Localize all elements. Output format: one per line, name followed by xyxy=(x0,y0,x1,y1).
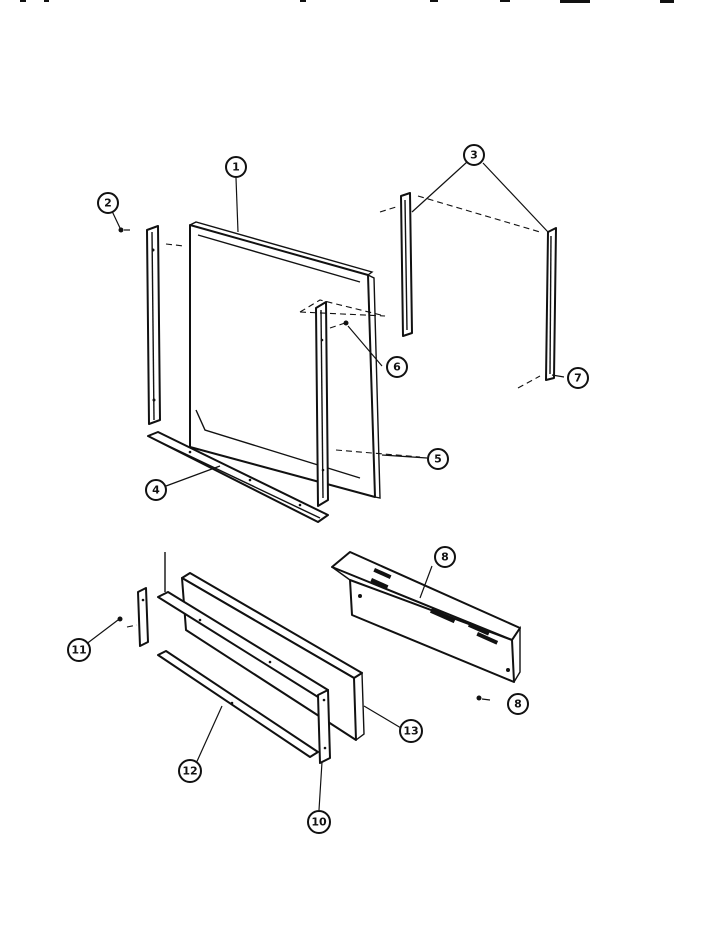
rear-strip-a xyxy=(400,192,413,337)
leader-lines xyxy=(84,161,565,811)
callout-12: 12 xyxy=(178,759,202,783)
callout-3-label: 3 xyxy=(470,149,478,162)
callout-5-label: 5 xyxy=(434,453,442,466)
screw-2 xyxy=(118,227,130,233)
screw-11 xyxy=(117,616,123,622)
callout-11-label: 11 xyxy=(71,644,86,657)
callout-8-lower: 8 xyxy=(507,693,529,715)
front-trim-strip xyxy=(315,301,329,507)
callout-8-upper-label: 8 xyxy=(441,551,449,564)
callout-4: 4 xyxy=(145,479,167,501)
alignment-lines xyxy=(126,195,541,628)
small-strip-11 xyxy=(137,587,149,647)
callout-8-lower-label: 8 xyxy=(514,698,522,711)
callout-11: 11 xyxy=(67,638,91,662)
callout-13-label: 13 xyxy=(403,725,418,738)
callout-1-label: 1 xyxy=(232,161,240,174)
callout-7: 7 xyxy=(567,367,589,389)
callout-12-label: 12 xyxy=(182,765,197,778)
left-trim-strip xyxy=(146,225,161,425)
top-scan-marks xyxy=(20,0,674,3)
callout-7-label: 7 xyxy=(574,372,582,385)
callout-10-label: 10 xyxy=(311,816,327,829)
callout-3: 3 xyxy=(463,144,485,166)
callout-1: 1 xyxy=(225,156,247,178)
callout-8-upper: 8 xyxy=(434,546,456,568)
callout-10: 10 xyxy=(307,810,331,834)
lower-end-strip xyxy=(317,689,331,764)
callout-5: 5 xyxy=(427,448,449,470)
callout-2: 2 xyxy=(97,192,119,214)
callout-13: 13 xyxy=(399,719,423,743)
rear-strip-b xyxy=(545,227,557,381)
callout-6: 6 xyxy=(386,356,408,378)
screw-8 xyxy=(476,695,491,701)
callout-2-label: 2 xyxy=(104,197,112,210)
side-panel xyxy=(189,221,381,499)
control-bracket xyxy=(331,551,521,683)
bottom-rail xyxy=(147,431,329,523)
screw-6 xyxy=(343,320,349,326)
lower-bottom-rail xyxy=(157,650,319,758)
callout-6-label: 6 xyxy=(393,361,401,374)
callout-4-label: 4 xyxy=(152,484,160,497)
